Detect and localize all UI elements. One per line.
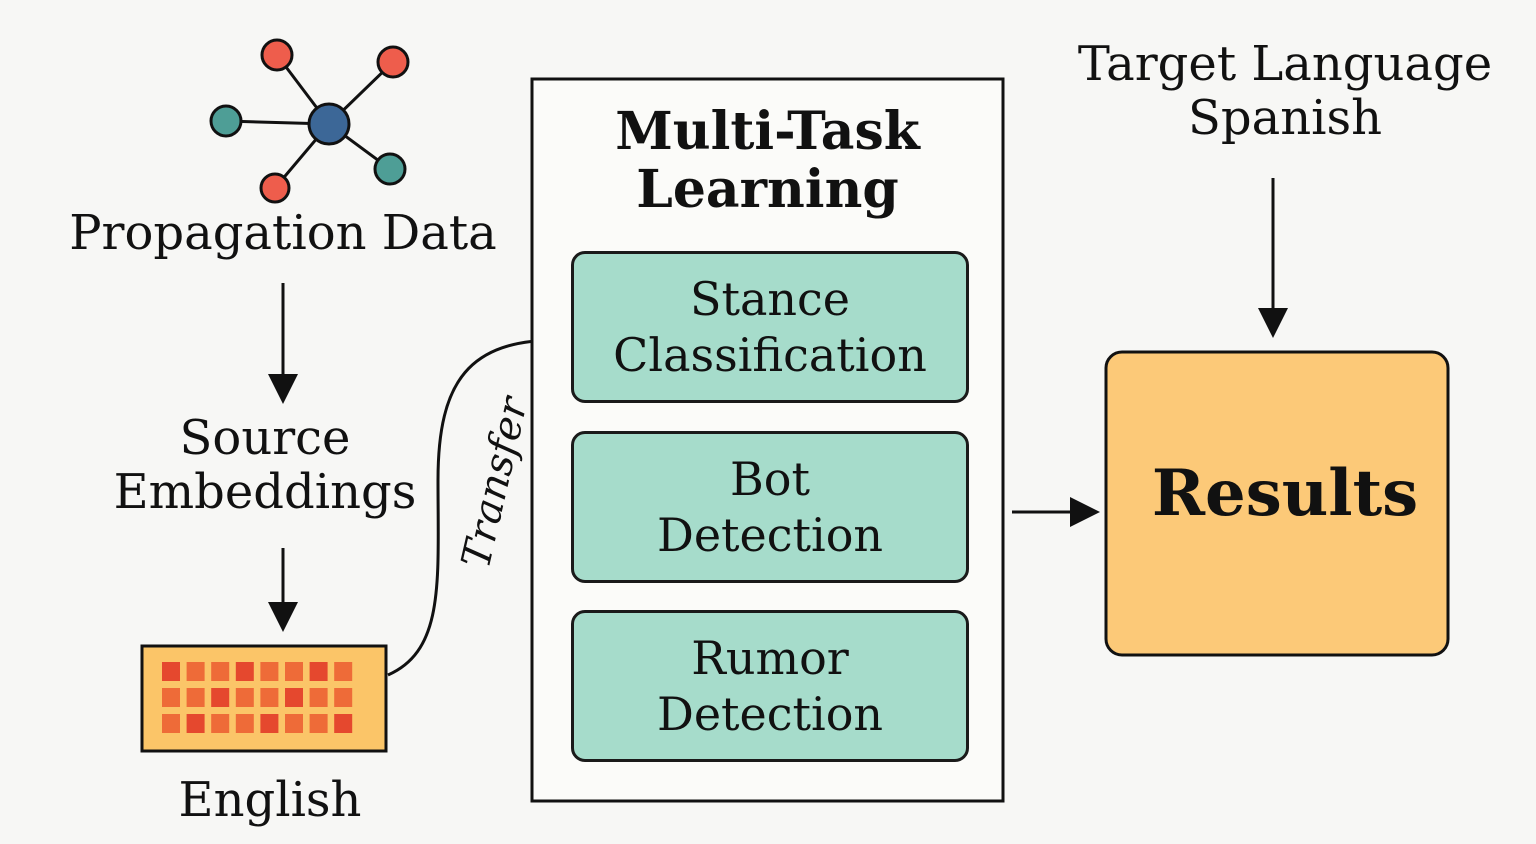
matrix-cell [334,662,353,681]
graph-node [209,104,243,138]
source-label-line2: Embeddings [113,463,417,520]
matrix-cell [186,688,205,707]
matrix-cell [186,714,205,733]
matrix-cell [309,714,328,733]
matrix-cell [235,688,254,707]
matrix-cell [285,714,303,733]
task-label-line2: Classification [613,328,927,382]
results-box [1104,350,1450,657]
target-language-label: Target Language Spanish [1060,36,1510,146]
source-label-line1: Source [179,410,351,466]
embedding-matrix-icon [140,644,388,753]
graph-node [376,45,410,79]
transfer-arrow [387,325,564,677]
multi-task-title-line1: Multi-Task [615,101,920,162]
matrix-cell [235,662,254,681]
target-label-line1: Target Language [1077,36,1493,92]
matrix-cell [211,662,230,681]
graph-network-icon [209,38,410,204]
task-label-line2: Detection [656,508,884,562]
matrix-cell [211,688,230,707]
propagation-data-label: Propagation Data [69,205,497,261]
matrix-cell [285,662,303,681]
task-label-line1: Stance [689,271,851,326]
matrix-cell [235,714,254,733]
task-label-line1: Rumor [691,630,849,685]
matrix-cell [260,662,279,681]
matrix-cell [162,714,180,733]
matrix-cell [334,714,353,733]
task-bot-detection: Bot Detection [571,431,969,583]
multi-task-title-line2: Learning [636,159,899,221]
matrix-cell [285,688,303,707]
graph-node [260,38,294,72]
english-label: English [178,772,362,828]
task-stance-classification: Stance Classification [571,251,969,403]
matrix-cell [334,688,353,707]
source-embeddings-label: Source Embeddings [95,410,435,520]
graph-node [259,172,291,204]
task-label-line2: Detection [656,687,884,741]
matrix-cell [309,662,328,681]
matrix-cell [211,714,230,733]
matrix-cell [309,688,328,707]
matrix-cell [162,662,180,681]
results-label: Results [1151,456,1419,531]
matrix-cell [162,688,180,707]
graph-hub-node [307,102,351,146]
task-rumor-detection: Rumor Detection [571,610,969,762]
matrix-cell [186,662,205,681]
matrix-cell [260,714,279,733]
target-label-line2: Spanish [1187,89,1383,146]
graph-node [373,152,407,186]
task-label-line1: Bot [730,451,810,506]
matrix-cell [260,688,279,707]
multi-task-title: Multi-Task Learning [540,101,995,221]
